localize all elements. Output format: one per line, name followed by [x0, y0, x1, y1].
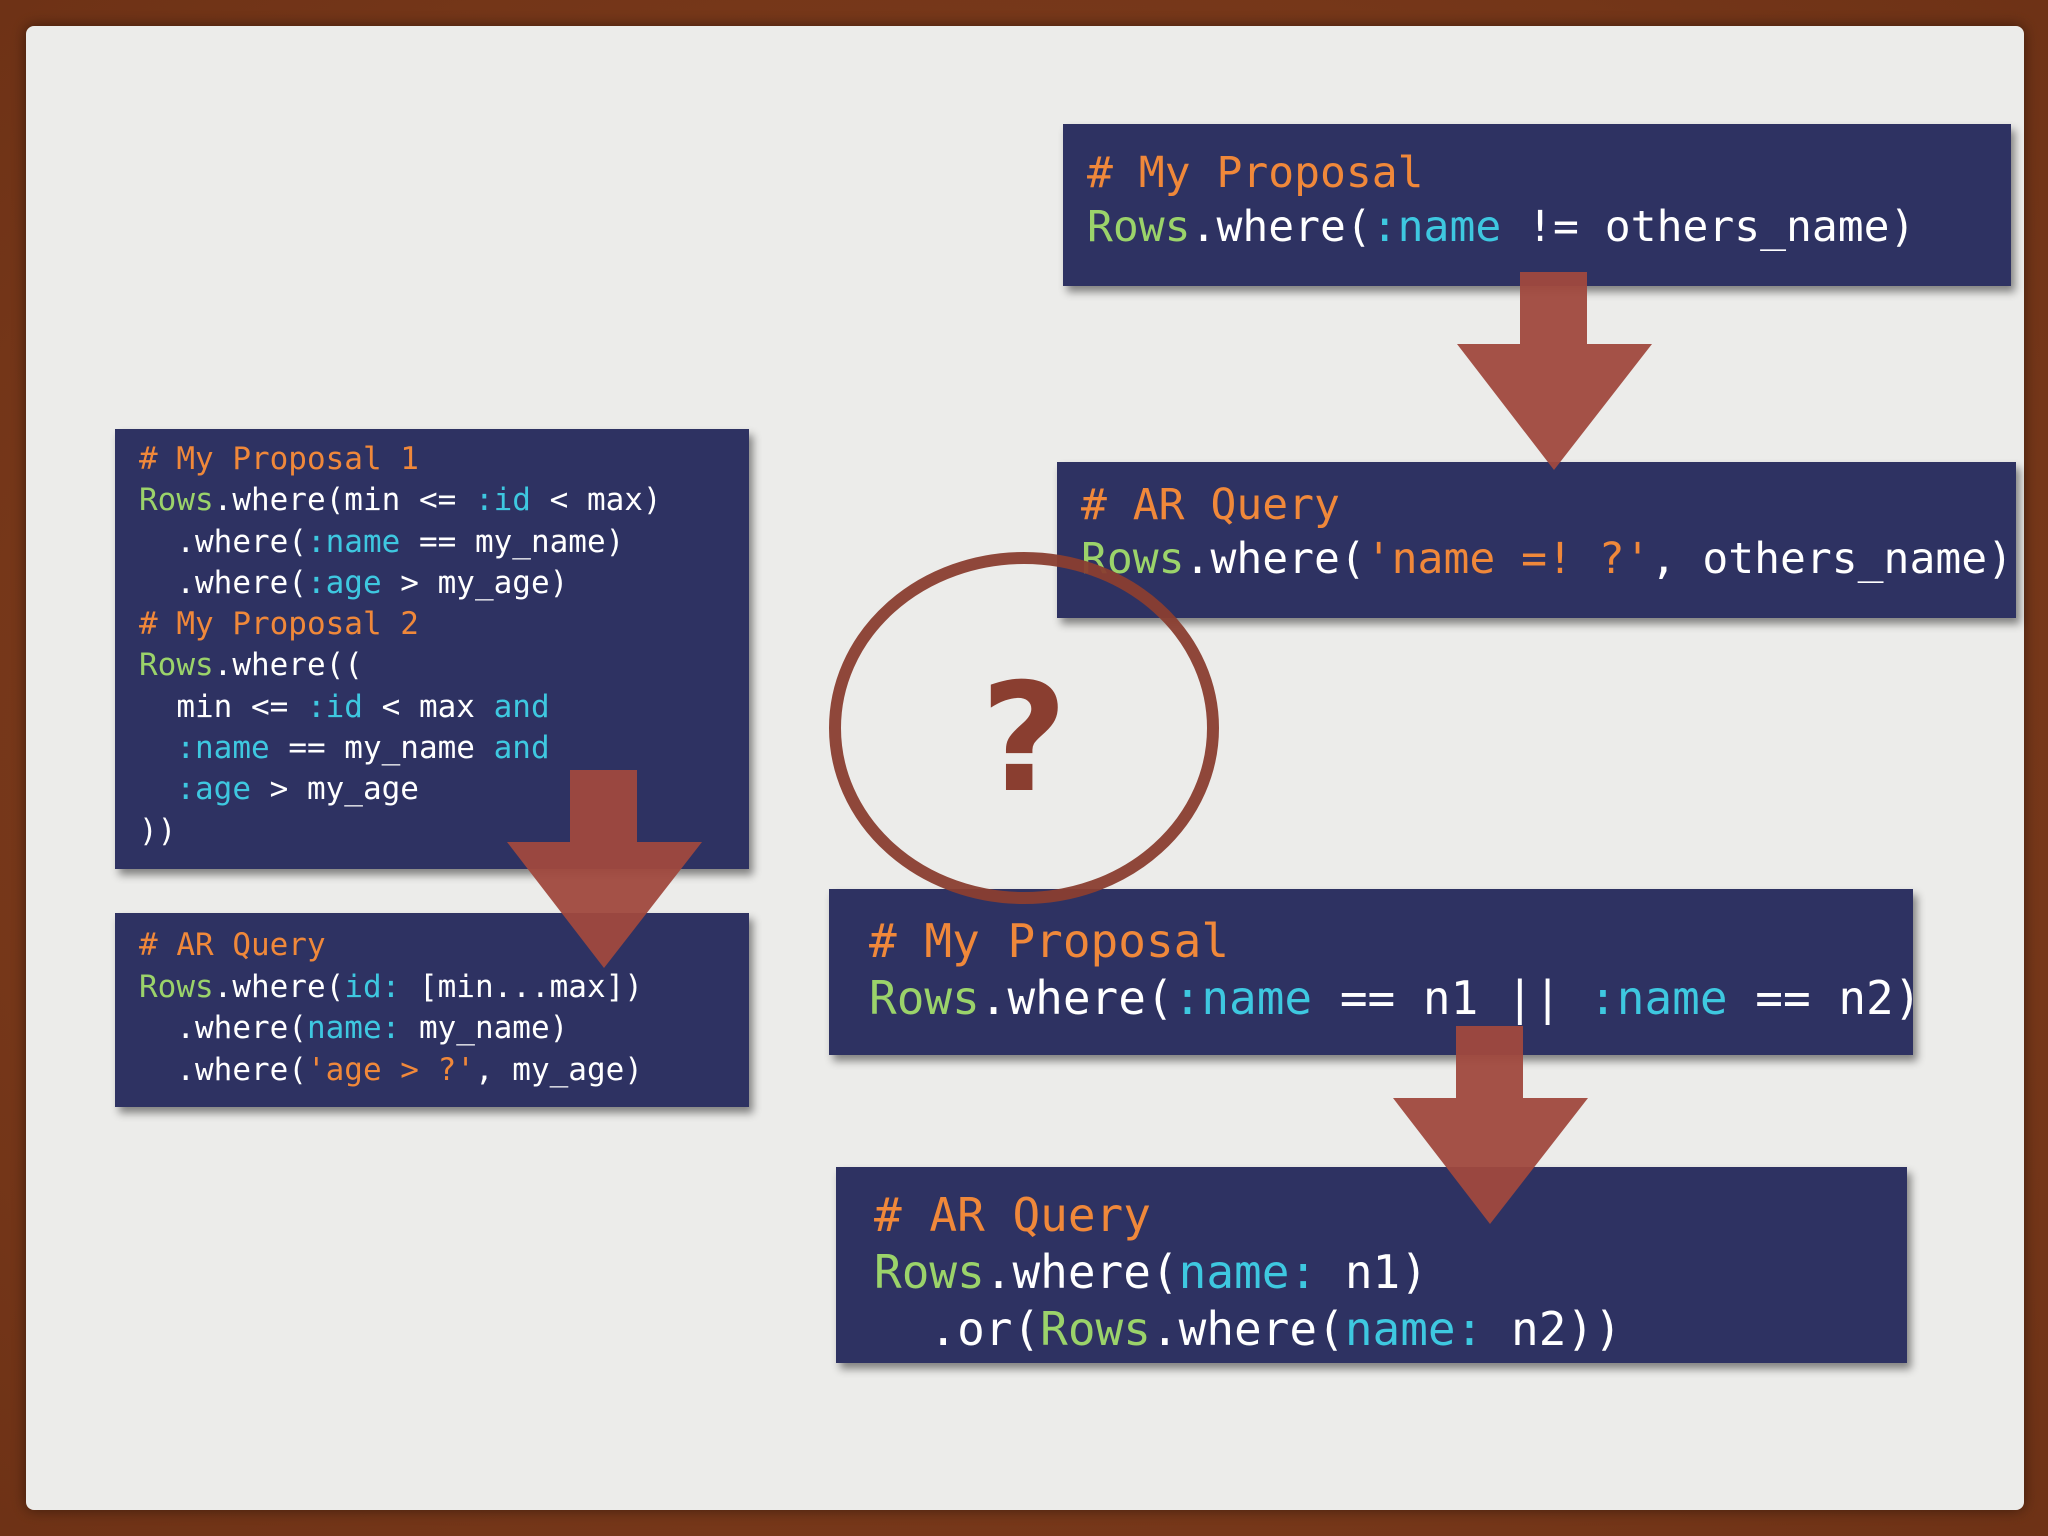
code-token: # My Proposal 2: [139, 606, 419, 643]
code-line: Rows.where(:name == n1 || :name == n2): [869, 970, 1913, 1027]
code-token: , my_age): [474, 1051, 643, 1088]
code-line: min <= :id < max and: [139, 687, 749, 728]
code-token: id:: [344, 968, 401, 1005]
code-token: < max: [362, 688, 494, 725]
code-token: Rows: [869, 971, 980, 1025]
code-token: < max): [530, 482, 662, 519]
code-token: , others_name): [1650, 534, 2013, 584]
code-line: # My Proposal: [869, 913, 1913, 970]
code-token: :name: [306, 523, 401, 560]
code-token: .where(: [139, 1010, 307, 1046]
code-token: == n1 ||: [1312, 971, 1590, 1025]
code-token: 'name =! ?': [1365, 534, 1651, 584]
code-line: # My Proposal 1: [139, 439, 749, 480]
code-line: .where('age > ?', my_age): [139, 1050, 749, 1092]
code-line: Rows.where(min <= :id < max): [139, 480, 749, 521]
code-token: [139, 730, 176, 766]
question-mark: ?: [980, 652, 1067, 826]
code-line: # My Proposal: [1087, 146, 2011, 200]
code-line: .where(:age > my_age): [139, 563, 749, 604]
code-line: # My Proposal 2: [139, 604, 749, 645]
code-token: :id: [474, 482, 531, 519]
code-token: .where(: [1184, 534, 1366, 584]
code-token: .where(: [139, 1051, 307, 1088]
code-token: Rows: [1087, 202, 1191, 252]
arrow-down-icon: [1393, 1026, 1588, 1224]
code-line: :age > my_age: [139, 769, 749, 810]
code-token: # AR Query: [139, 927, 326, 963]
code-line: Rows.where((: [139, 645, 749, 686]
code-token: > my_age: [250, 771, 419, 808]
code-token: min <=: [139, 688, 307, 725]
code-token: :name: [1173, 971, 1313, 1025]
code-token: # My Proposal: [1087, 148, 1424, 198]
code-token: name:: [306, 1010, 401, 1046]
code-token: n1): [1317, 1245, 1428, 1299]
code-line: # AR Query: [874, 1187, 1907, 1244]
code-token: == n2): [1727, 971, 1913, 1025]
code-token: .where(: [139, 523, 307, 560]
code-token: == my_name): [400, 523, 625, 560]
code-token: .where(: [1190, 202, 1372, 252]
code-token: .where((: [213, 647, 363, 684]
code-token: [139, 771, 176, 807]
code-token: .where(: [1150, 1302, 1345, 1356]
code-line: Rows.where(name: n1): [874, 1244, 1907, 1301]
code-token: :age: [176, 771, 251, 808]
code-token: n2)): [1483, 1302, 1622, 1356]
code-token: .or(: [874, 1302, 1041, 1356]
code-token: # My Proposal: [869, 914, 1230, 968]
code-token: Rows: [874, 1245, 985, 1299]
arrow-down-icon: [507, 770, 702, 968]
code-token: .where(min <=: [213, 482, 475, 519]
question-circle-icon: ?: [829, 552, 1219, 904]
code-token: Rows: [139, 968, 214, 1005]
code-token: .where(: [979, 971, 1174, 1025]
arrow-down-icon: [1457, 272, 1652, 470]
code-token: name:: [1344, 1302, 1484, 1356]
code-token: 'age > ?': [306, 1051, 475, 1088]
code-line: .where(:name == my_name): [139, 522, 749, 563]
code-token: != others_name): [1501, 202, 1916, 252]
code-token: and: [493, 730, 550, 767]
code-token: my_name): [400, 1010, 569, 1046]
code-token: [min...max]): [400, 968, 643, 1005]
code-token: # AR Query: [1081, 480, 1340, 530]
code-token: # My Proposal 1: [139, 441, 419, 477]
code-line: :name == my_name and: [139, 728, 749, 769]
code-token: == my_name: [269, 730, 494, 767]
code-line: )): [139, 811, 749, 852]
code-token: > my_age): [381, 564, 569, 601]
code-token: :name: [1371, 202, 1502, 252]
code-token: .where(: [139, 564, 307, 601]
code-token: and: [493, 688, 550, 725]
code-token: # AR Query: [874, 1188, 1151, 1242]
code-token: name:: [1178, 1245, 1318, 1299]
code-line: # AR Query: [139, 925, 749, 967]
code-line: .where(name: my_name): [139, 1008, 749, 1050]
code-line: Rows.where('name =! ?', others_name): [1081, 532, 2016, 586]
code-line: # AR Query: [1081, 478, 2016, 532]
code-token: .where(: [984, 1245, 1179, 1299]
code-token: Rows: [1040, 1302, 1151, 1356]
code-line: Rows.where(:name != others_name): [1087, 200, 2011, 254]
code-token: Rows: [139, 482, 214, 519]
code-token: .where(: [213, 968, 345, 1005]
code-line: Rows.where(id: [min...max]): [139, 967, 749, 1009]
code-token: )): [139, 812, 177, 849]
code-line: .or(Rows.where(name: n2)): [874, 1301, 1907, 1358]
code-token: :name: [1589, 971, 1728, 1025]
code-token: :id: [306, 688, 363, 725]
code-token: :age: [306, 564, 382, 601]
code-token: :name: [176, 730, 270, 767]
code-token: Rows: [139, 647, 214, 684]
